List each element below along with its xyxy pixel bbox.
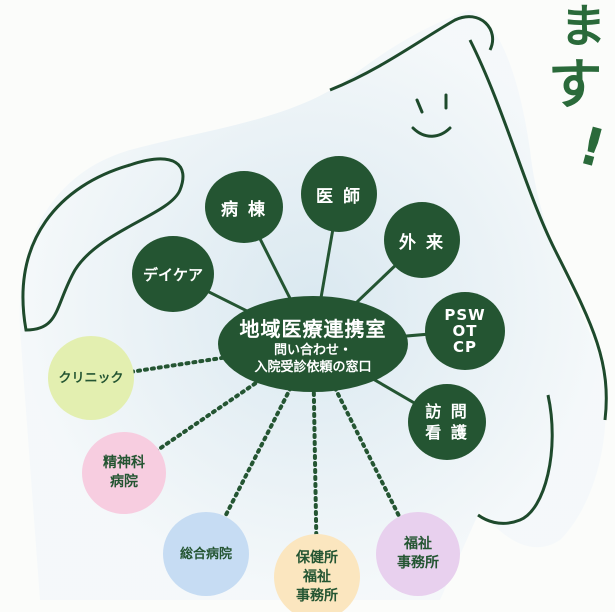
node-daycare: デイケア — [132, 236, 214, 312]
node-ward: 病 棟 — [205, 171, 283, 243]
deco-char-su: す — [548, 53, 602, 116]
hub-subtitle-1: 問い合わせ・ — [273, 342, 352, 358]
mascot-left-arm — [21, 157, 185, 332]
node-doctor: 医 師 — [301, 156, 377, 232]
hub-title: 地域医療連携室 — [239, 316, 387, 341]
node-outpatient: 外 来 — [384, 202, 460, 278]
hub-subtitle-2: 入院受診依頼の窓口 — [254, 359, 372, 375]
deco-char-ma: ま — [560, 0, 606, 53]
node-health-center: 保健所福祉事務所 — [274, 534, 360, 612]
mascot-head — [329, 15, 608, 421]
node-welfare-office: 福祉事務所 — [376, 512, 460, 596]
node-psychiatric-hospital: 精神科病院 — [82, 432, 166, 514]
center-hub: 地域医療連携室 問い合わせ・ 入院受診依頼の窓口 — [218, 296, 408, 392]
mascot-face — [411, 93, 452, 138]
node-visiting-nursing: 訪 問看 護 — [408, 384, 486, 460]
mascot-right-side — [477, 394, 554, 525]
node-clinic: クリニック — [48, 336, 134, 420]
node-general-hospital: 総合病院 — [163, 512, 249, 596]
